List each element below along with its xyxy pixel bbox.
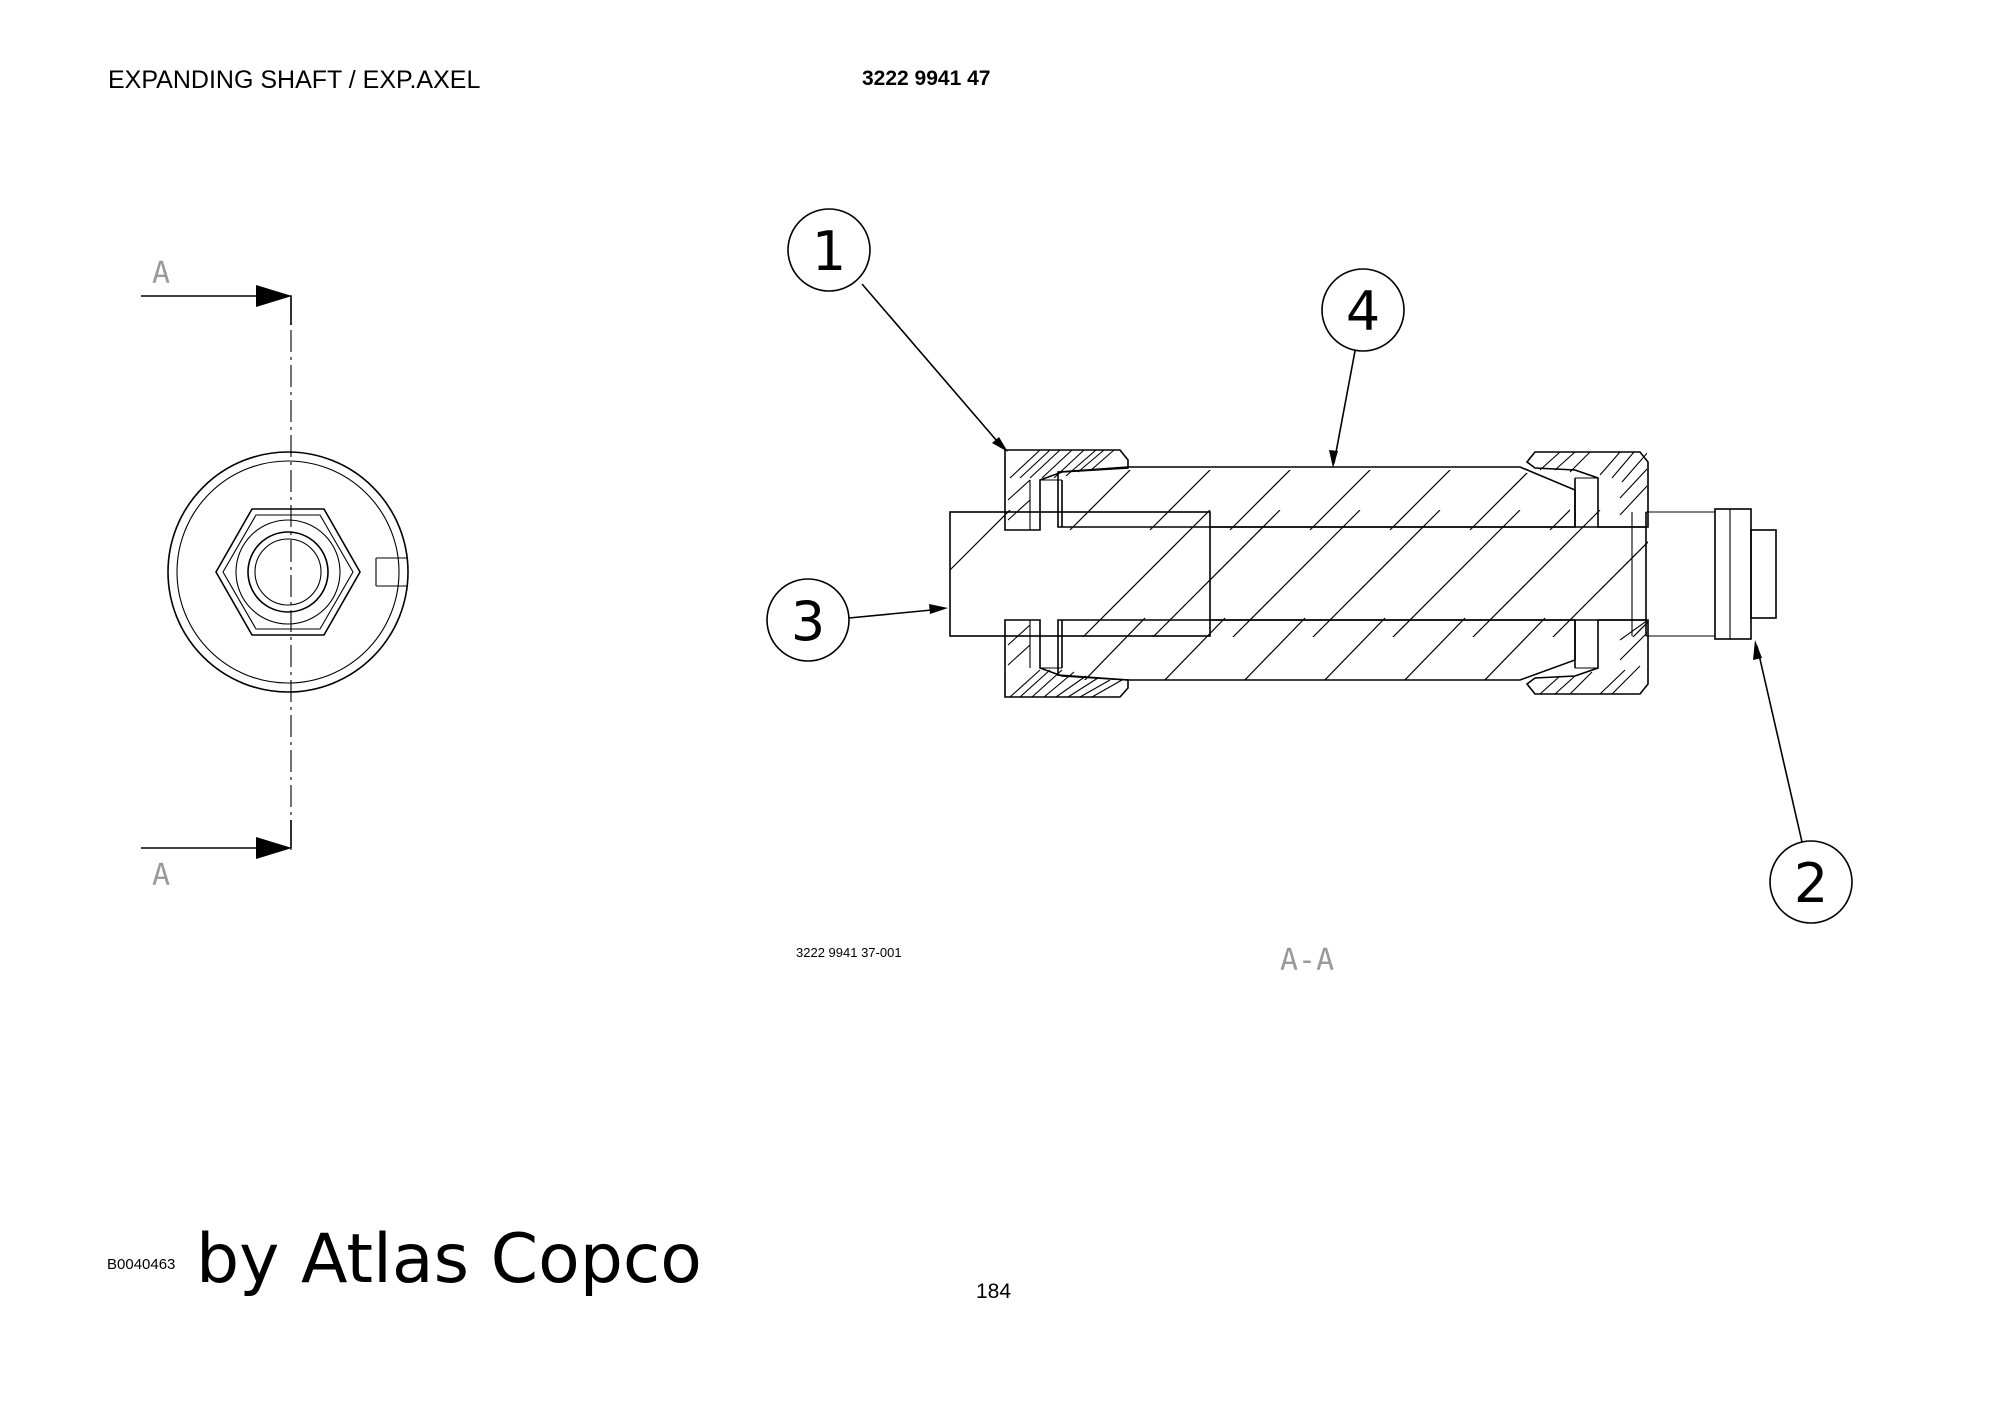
left-nut — [1004, 449, 1129, 698]
part-number: 3222 9941 47 — [862, 67, 991, 90]
page-title: EXPANDING SHAFT / EXP.AXEL — [108, 66, 481, 94]
figure-code: B0040463 — [107, 1256, 176, 1273]
page-number: 184 — [976, 1280, 1012, 1303]
shaft-body — [949, 511, 1211, 637]
callout-4: 4 — [1321, 268, 1405, 468]
callout-1: 1 — [787, 208, 1008, 452]
right-nut — [1525, 451, 1649, 695]
drawing-code: 3222 9941 37-001 — [796, 945, 902, 960]
brand-tagline: by Atlas Copco — [196, 1220, 702, 1299]
section-view: 1 4 3 2 — [766, 208, 1853, 978]
svg-text:2: 2 — [1794, 852, 1828, 915]
end-view: A A — [141, 256, 409, 893]
svg-text:3: 3 — [791, 590, 825, 653]
section-arrow-bottom — [256, 837, 292, 859]
section-marker-bottom: A — [152, 858, 170, 893]
svg-text:4: 4 — [1346, 280, 1380, 343]
section-arrow-top — [256, 285, 292, 307]
section-view-label: A-A — [1280, 943, 1334, 978]
section-marker-top: A — [152, 256, 170, 291]
callout-3: 3 — [766, 578, 948, 662]
svg-text:1: 1 — [812, 220, 846, 283]
callout-2: 2 — [1753, 640, 1853, 924]
